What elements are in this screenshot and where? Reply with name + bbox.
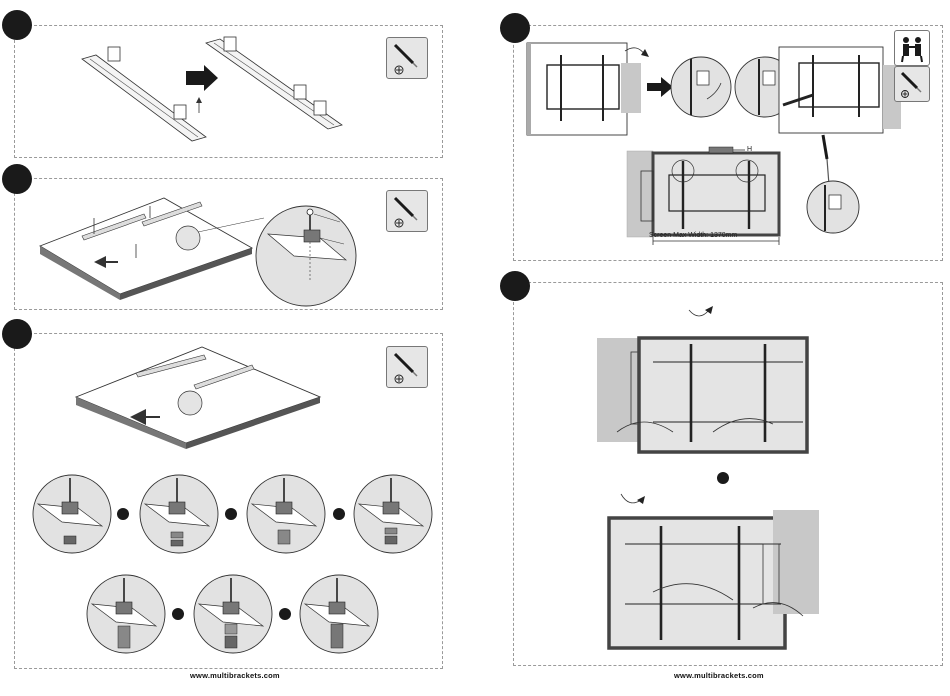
arrow-right-icon — [647, 77, 673, 97]
step-5-illustration — [513, 282, 943, 666]
or-separator — [225, 508, 237, 520]
screwdriver-icon — [386, 37, 428, 79]
screwdriver-icon — [894, 66, 930, 102]
hardware-detail-4 — [353, 474, 433, 554]
hardware-detail-3 — [246, 474, 326, 554]
step-1-illustration — [14, 25, 443, 158]
or-separator — [172, 608, 184, 620]
or-separator — [279, 608, 291, 620]
arrow-right-icon — [186, 65, 218, 91]
screen-max-width-label: Screen Max Width: 1370mm — [649, 232, 737, 239]
or-separator — [717, 472, 729, 484]
hardware-detail-5 — [86, 574, 166, 654]
hardware-detail-1 — [32, 474, 112, 554]
hardware-detail-2 — [139, 474, 219, 554]
screwdriver-icon — [386, 190, 428, 232]
two-persons-icon — [894, 30, 930, 66]
step-2-illustration — [14, 178, 443, 310]
or-separator — [333, 508, 345, 520]
hardware-detail-6 — [193, 574, 273, 654]
h-label: H — [747, 146, 752, 153]
or-separator — [117, 508, 129, 520]
manual-page-right: Screen Max Width: 1370mm H — [475, 0, 950, 696]
manual-page-left: www.multibrackets.com — [0, 0, 475, 696]
footer-url[interactable]: www.multibrackets.com — [190, 671, 280, 680]
hardware-detail-7 — [299, 574, 379, 654]
screwdriver-icon — [386, 346, 428, 388]
footer-url[interactable]: www.multibrackets.com — [674, 671, 764, 680]
step-4-illustration — [513, 25, 943, 261]
